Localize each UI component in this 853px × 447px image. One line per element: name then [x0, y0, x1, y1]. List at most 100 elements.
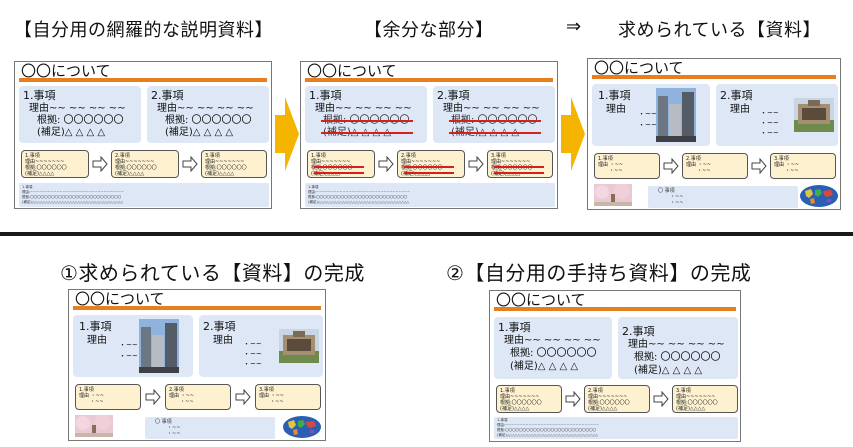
- step3-text: 3.事項 理由 ・~~ ・~~: [774, 156, 799, 174]
- item1-supplement: (補足)△ △ △ △: [510, 361, 579, 372]
- title-underline: [592, 75, 836, 79]
- item2-box: 2.事項 理由~~ ~~ ~~ ~~ 根拠: 〇〇〇〇〇〇 (補足)△ △ △ …: [618, 317, 738, 379]
- bullet-sub-2: ・~~: [167, 431, 181, 437]
- big-arrow-1: [275, 97, 299, 171]
- step3-box: 3.事項 理由 ・~~ ・~~: [770, 153, 836, 179]
- step2-text: 2.事項 理由~~~~~~~ 根拠:〇〇〇〇〇〇 (補足)△△△△: [401, 153, 443, 177]
- heading-comprehensive-doc: 【自分用の網羅的な説明資料】: [14, 20, 273, 41]
- notes-strip: 1.事項 理由:~~~~~~~~~~~~~~~~~~~~~~~~~~~~~~~~…: [305, 183, 555, 207]
- heading-required-doc: 求められている【資料】: [618, 20, 821, 41]
- item2-reason: 理由~~ ~~ ~~ ~~: [628, 339, 725, 350]
- step1-box: 1.事項 理由~~~~~~~ 根拠:〇〇〇〇〇〇 (補足)△△△△: [496, 385, 562, 413]
- item2-tilde-3: ・~~: [243, 360, 262, 368]
- step2-box: 2.事項 理由~~~~~~~ 根拠:〇〇〇〇〇〇 (補足)△△△△: [111, 150, 179, 178]
- item1-heading: 1.事項: [498, 321, 531, 334]
- step-arrow-2: [653, 391, 669, 407]
- bullet-sub-2: ・~~: [670, 200, 684, 206]
- strike-line: [404, 166, 454, 168]
- item1-reason: 理由: [87, 335, 107, 346]
- item1-heading: 1.事項: [79, 320, 112, 333]
- notes-strip: 1.事項 理由:~~~~~~~~~~~~~~~~~~~~~~~~~~~~~~~~…: [19, 183, 269, 207]
- slide-title: 〇〇について: [496, 291, 586, 309]
- heading-handout-complete: ②【自分用の手持ち資料】の完成: [446, 261, 752, 285]
- item2-heading: 2.事項: [151, 89, 184, 102]
- step3-box: 3.事項 理由~~~~~~~ 根拠:〇〇〇〇〇〇 (補足)△△△△: [487, 150, 553, 178]
- item1-heading: 1.事項: [598, 89, 631, 102]
- heading-required-complete: ①求められている【資料】の完成: [60, 261, 365, 285]
- section-divider: [0, 232, 853, 236]
- slide-excess: 〇〇について 1.事項 理由~~ ~~ ~~ ~~ 根拠: 〇〇〇〇〇〇 (補足…: [300, 61, 558, 209]
- step1-text: 1.事項 理由 ・~~ ・~~: [598, 156, 623, 174]
- step-arrow-1: [378, 156, 394, 172]
- item2-supplement: (補足)△ △ △ △: [165, 127, 234, 138]
- item2-tilde-3: ・~~: [760, 129, 779, 137]
- slide-required: 〇〇について 1.事項 理由 ・~~ ・~~ 2.事項 理由 ・~~ ・~~ ・…: [587, 58, 841, 210]
- step1-box: 1.事項 理由~~~~~~~ 根拠:〇〇〇〇〇〇 (補足)△△△△: [21, 150, 89, 178]
- step3-text: 3.事項 理由~~~~~~~ 根拠:〇〇〇〇〇〇 (補足)△△△△: [676, 388, 718, 412]
- note-basis: 根拠:〇〇〇〇〇〇〇〇〇〇〇〇〇〇〇〇〇〇〇〇〇〇〇〇〇〇: [22, 195, 122, 199]
- title-underline: [305, 78, 553, 82]
- slide-title: 〇〇について: [594, 59, 684, 77]
- item1-tilde-2: ・~~: [119, 352, 138, 360]
- item1-reason: 理由~~ ~~ ~~ ~~: [315, 103, 412, 114]
- item2-supplement: (補足)△ △ △ △: [634, 365, 703, 376]
- note-reason: 理由:~~~~~~~~~~~~~~~~~~~~~~~~~~~~~~~~: [497, 423, 600, 427]
- slide-title: 〇〇について: [75, 290, 165, 308]
- item1-box: 1.事項 理由 ・~~ ・~~: [73, 315, 193, 377]
- slide-title: 〇〇について: [21, 62, 111, 80]
- step3-box: 3.事項 理由~~~~~~~ 根拠:〇〇〇〇〇〇 (補足)△△△△: [201, 150, 267, 178]
- item1-box: 1.事項 理由~~ ~~ ~~ ~~ 根拠: 〇〇〇〇〇〇 (補足)△ △ △ …: [305, 86, 427, 143]
- item1-heading: 1.事項: [23, 89, 56, 102]
- heading-arrow-symbol: ⇒: [566, 16, 582, 37]
- slide-required-final: 〇〇について 1.事項 理由 ・~~ ・~~ 2.事項 理由 ・~~ ・~~ ・…: [68, 289, 326, 441]
- item2-box: 2.事項 理由~~ ~~ ~~ ~~ 根拠: 〇〇〇〇〇〇 (補足)△ △ △ …: [433, 86, 555, 143]
- step3-text: 3.事項 理由~~~~~~~ 根拠:〇〇〇〇〇〇 (補足)△△△△: [205, 153, 247, 177]
- item2-box: 2.事項 理由~~ ~~ ~~ ~~ 根拠: 〇〇〇〇〇〇 (補足)△ △ △ …: [147, 86, 269, 143]
- step-arrow-2: [235, 389, 251, 405]
- step2-text: 2.事項 理由~~~~~~~ 根拠:〇〇〇〇〇〇 (補足)△△△△: [588, 388, 630, 412]
- note-supplement: (補足)△△△△△△△△△△△△△△△△△△△△△△△△△△△△△△△△△△: [497, 433, 599, 437]
- item2-box: 2.事項 理由 ・~~ ・~~ ・~~: [716, 84, 838, 146]
- item2-basis: 根拠: 〇〇〇〇〇〇: [165, 115, 252, 126]
- step3-box: 3.事項 理由 ・~~ ・~~: [255, 384, 321, 410]
- slide-handout-final: 〇〇について 1.事項 理由~~ ~~ ~~ ~~ 根拠: 〇〇〇〇〇〇 (補足…: [489, 290, 741, 442]
- bullet-strip: 〇 事項 ・~~ ・~~: [648, 186, 798, 208]
- slide-comprehensive: 〇〇について 1.事項 理由~~ ~~ ~~ ~~ 根拠: 〇〇〇〇〇〇 (補足…: [14, 61, 272, 209]
- item2-heading: 2.事項: [203, 320, 236, 333]
- step-arrow-2: [182, 156, 198, 172]
- step1-text: 1.事項 理由~~~~~~~ 根拠:〇〇〇〇〇〇 (補足)△△△△: [500, 388, 542, 412]
- title-underline: [19, 78, 267, 82]
- note-reason: 理由:~~~~~~~~~~~~~~~~~~~~~~~~~~~~~~~~: [22, 190, 125, 194]
- item2-reason: 理由: [730, 104, 750, 115]
- item1-box: 1.事項 理由~~ ~~ ~~ ~~ 根拠: 〇〇〇〇〇〇 (補足)△ △ △ …: [19, 86, 141, 143]
- item1-box: 1.事項 理由~~ ~~ ~~ ~~ 根拠: 〇〇〇〇〇〇 (補足)△ △ △ …: [494, 317, 612, 379]
- building-photo-icon: [139, 319, 179, 373]
- strike-line: [404, 172, 454, 174]
- step3-text: 3.事項 理由~~~~~~~ 根拠:〇〇〇〇〇〇 (補足)△△△△: [491, 153, 533, 177]
- cherry-blossom-photo-icon: [594, 184, 632, 206]
- note-reason: 理由:~~~~~~~~~~~~~~~~~~~~~~~~~~~~~~~~: [308, 190, 411, 194]
- step-arrow-1: [565, 391, 581, 407]
- note-supplement: (補足)△△△△△△△△△△△△△△△△△△△△△△△△△△△△△△△△△△: [308, 200, 410, 204]
- world-map-icon: [283, 416, 321, 438]
- step2-box: 2.事項 理由~~~~~~~ 根拠:〇〇〇〇〇〇 (補足)△△△△: [397, 150, 465, 178]
- step1-text: 1.事項 理由 ・~~ ・~~: [79, 387, 104, 405]
- title-underline: [73, 306, 321, 310]
- item2-heading: 2.事項: [720, 89, 753, 102]
- step3-text: 3.事項 理由 ・~~ ・~~: [259, 387, 284, 405]
- item2-tilde-2: ・~~: [243, 350, 262, 358]
- step-arrow-1: [92, 156, 108, 172]
- item2-tilde-2: ・~~: [760, 119, 779, 127]
- note-basis: 根拠:〇〇〇〇〇〇〇〇〇〇〇〇〇〇〇〇〇〇〇〇〇〇〇〇〇〇: [497, 428, 597, 432]
- item1-reason: 理由~~ ~~ ~~ ~~: [504, 335, 601, 346]
- cherry-blossom-photo-icon: [75, 415, 113, 437]
- strike-line: [314, 172, 364, 174]
- strike-line: [314, 166, 364, 168]
- note-head: 1.事項: [308, 185, 319, 189]
- bullet-sub-1: ・~~: [167, 425, 181, 431]
- item1-box: 1.事項 理由 ・~~ ・~~: [592, 84, 710, 146]
- building-photo-icon: [279, 329, 319, 363]
- item1-reason: 理由: [606, 104, 626, 115]
- step-arrow-2: [751, 158, 767, 174]
- step1-box: 1.事項 理由 ・~~ ・~~: [75, 384, 141, 410]
